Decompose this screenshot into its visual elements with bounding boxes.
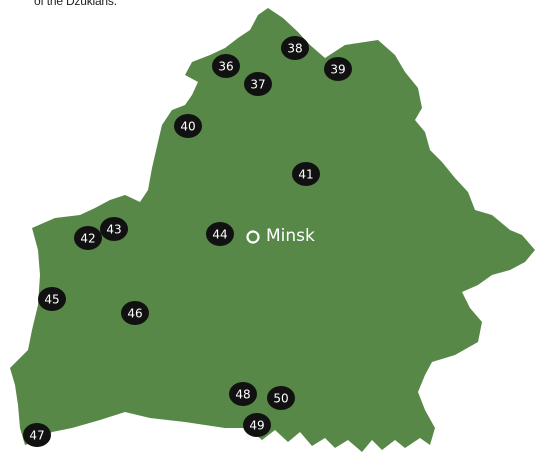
marker-badge-icon: [100, 217, 128, 241]
marker-number: 47: [29, 429, 44, 443]
marker-badge-icon: [324, 57, 352, 81]
marker-number: 45: [44, 293, 59, 307]
marker-badge-icon: [206, 222, 234, 246]
marker-number: 41: [298, 168, 313, 182]
site-marker-38: 38: [281, 36, 309, 60]
marker-badge-icon: [23, 423, 51, 447]
site-marker-49: 49: [243, 413, 271, 437]
marker-number: 36: [218, 60, 233, 74]
marker-number: 46: [127, 307, 142, 321]
site-marker-43: 43: [100, 217, 128, 241]
site-marker-42: 42: [74, 226, 102, 250]
marker-badge-icon: [281, 36, 309, 60]
marker-badge-icon: [292, 162, 320, 186]
site-marker-40: 40: [174, 114, 202, 138]
marker-badge-icon: [244, 72, 272, 96]
marker-number: 48: [235, 388, 250, 402]
marker-number: 42: [80, 232, 95, 246]
site-marker-47: 47: [23, 423, 51, 447]
marker-number: 44: [212, 228, 227, 242]
marker-badge-icon: [38, 287, 66, 311]
country-territory: [10, 8, 535, 452]
site-marker-36: 36: [212, 54, 240, 78]
marker-badge-icon: [74, 226, 102, 250]
marker-number: 40: [180, 120, 195, 134]
marker-badge-icon: [229, 382, 257, 406]
site-marker-41: 41: [292, 162, 320, 186]
marker-badge-icon: [212, 54, 240, 78]
minsk-marker: Minsk: [246, 226, 315, 246]
city-dot-icon: [246, 230, 260, 244]
site-marker-39: 39: [324, 57, 352, 81]
city-label-minsk: Minsk: [266, 226, 315, 246]
marker-number: 49: [249, 419, 264, 433]
marker-badge-icon: [267, 386, 295, 410]
site-marker-45: 45: [38, 287, 66, 311]
site-marker-44: 44: [206, 222, 234, 246]
marker-badge-icon: [243, 413, 271, 437]
marker-number: 43: [106, 223, 121, 237]
marker-badge-icon: [121, 301, 149, 325]
site-marker-46: 46: [121, 301, 149, 325]
caption-text: of the Dzukians.: [34, 0, 117, 8]
site-marker-37: 37: [244, 72, 272, 96]
marker-number: 38: [287, 42, 302, 56]
site-marker-50: 50: [267, 386, 295, 410]
site-marker-48: 48: [229, 382, 257, 406]
marker-number: 39: [330, 63, 345, 77]
marker-number: 37: [250, 78, 265, 92]
marker-number: 50: [273, 392, 288, 406]
marker-badge-icon: [174, 114, 202, 138]
